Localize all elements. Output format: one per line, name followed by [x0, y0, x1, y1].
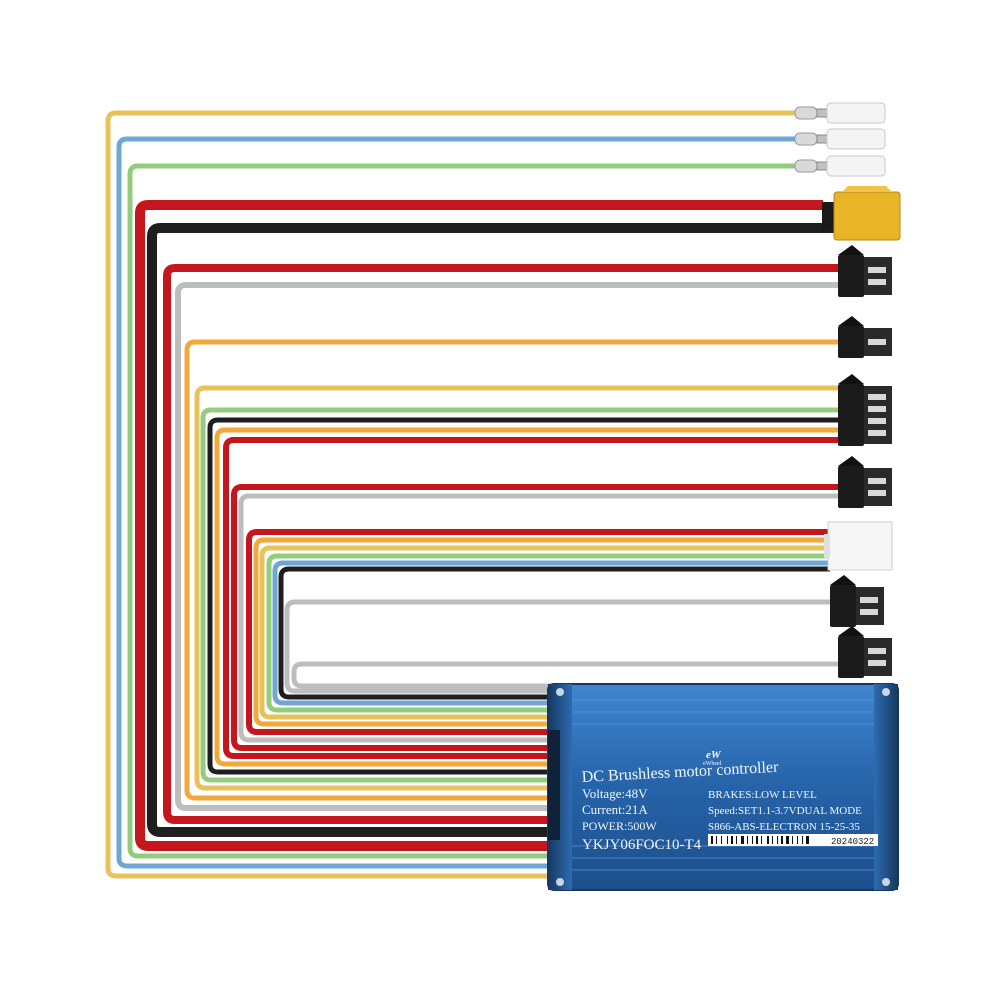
- wire-orange: [214, 427, 838, 767]
- model-label: YKJY06FOC10-T4: [582, 837, 702, 853]
- wire-yellow: [194, 385, 838, 791]
- wire-blue: [116, 136, 800, 869]
- two-pin-connector-icon: [838, 626, 892, 678]
- speed-label: Speed:SET1.1-3.7VDUAL MODE: [708, 805, 862, 817]
- barcode-bar: [777, 836, 778, 844]
- wire-red: [246, 529, 830, 735]
- brakes-label: BRAKES:LOW LEVEL: [708, 789, 817, 801]
- controller-end-cap: [874, 684, 898, 890]
- barcode-bar: [721, 836, 722, 844]
- six-pin-hall-connector-icon: [824, 521, 893, 571]
- heatsink-fins: [572, 699, 874, 871]
- wire-harness: [105, 110, 838, 879]
- barcode-bar: [756, 836, 758, 844]
- barcode-bar: [752, 836, 753, 844]
- wire-black: [278, 566, 830, 700]
- barcode-bar: [716, 836, 717, 844]
- barcode-bar: [761, 836, 762, 844]
- wire-orange: [184, 339, 838, 801]
- motor-controller: eW eWheel DC Brushless motor controller …: [547, 683, 899, 891]
- power-label: POWER:500W: [582, 819, 657, 833]
- bullet-connector-icon: [794, 102, 886, 124]
- four-pin-connector-icon: [838, 374, 892, 446]
- wire-gray: [284, 599, 830, 694]
- wire-green: [266, 553, 830, 713]
- barcode-bar: [792, 836, 793, 844]
- wire-yellow: [105, 110, 800, 879]
- bullet-connector-icon: [794, 128, 886, 150]
- wire-gray: [175, 282, 838, 811]
- screw-icon: [882, 878, 890, 886]
- barcode-bar: [767, 836, 769, 844]
- wire-orange: [253, 537, 830, 727]
- xt60-connector-icon: [822, 186, 901, 241]
- date-code-box: [828, 834, 878, 846]
- wire-red: [223, 437, 838, 759]
- cable-grommet: [548, 730, 560, 840]
- screw-icon: [882, 688, 890, 696]
- bullet-connector-icon: [794, 155, 886, 177]
- barcode-bar: [747, 836, 748, 844]
- screw-icon: [556, 878, 564, 886]
- wire-green: [200, 407, 838, 783]
- two-pin-connector-icon: [838, 456, 892, 508]
- barcode-lines: [711, 836, 809, 844]
- current-label: Current:21A: [582, 802, 648, 817]
- barcode-bar: [736, 836, 737, 844]
- one-pin-connector-icon: [838, 316, 892, 358]
- screw-icon: [556, 688, 564, 696]
- wire-blue: [272, 560, 830, 706]
- wire-yellow: [259, 545, 830, 720]
- barcode-bar: [772, 836, 773, 844]
- barcode-bar: [786, 836, 789, 844]
- wire-red: [135, 200, 823, 851]
- wire-gray: [291, 661, 838, 689]
- barcode-bar: [802, 836, 803, 844]
- two-pin-connector-icon: [838, 245, 892, 297]
- barcode-bar: [781, 836, 783, 844]
- wire-gray: [238, 493, 838, 743]
- voltage-label: Voltage:48V: [582, 786, 648, 801]
- barcode-bar: [806, 836, 809, 844]
- two-pin-connector-icon: [830, 575, 884, 627]
- wire-green: [127, 163, 800, 859]
- date-code: 20240322: [831, 837, 874, 847]
- wire-red: [163, 264, 838, 824]
- part-label: S866-ABS-ELECTRON 15-25-35: [708, 821, 860, 833]
- connector-group: [794, 102, 901, 678]
- brand-name: eWheel: [703, 761, 722, 767]
- brand-logo: eW: [706, 749, 722, 761]
- barcode-bar: [741, 836, 744, 844]
- wire-black: [147, 223, 838, 837]
- wire-black: [207, 417, 838, 775]
- barcode-bar: [731, 836, 733, 844]
- barcode-bar: [727, 836, 728, 844]
- barcode-bar: [711, 836, 713, 844]
- barcode-bar: [797, 836, 798, 844]
- wire-red: [231, 484, 838, 751]
